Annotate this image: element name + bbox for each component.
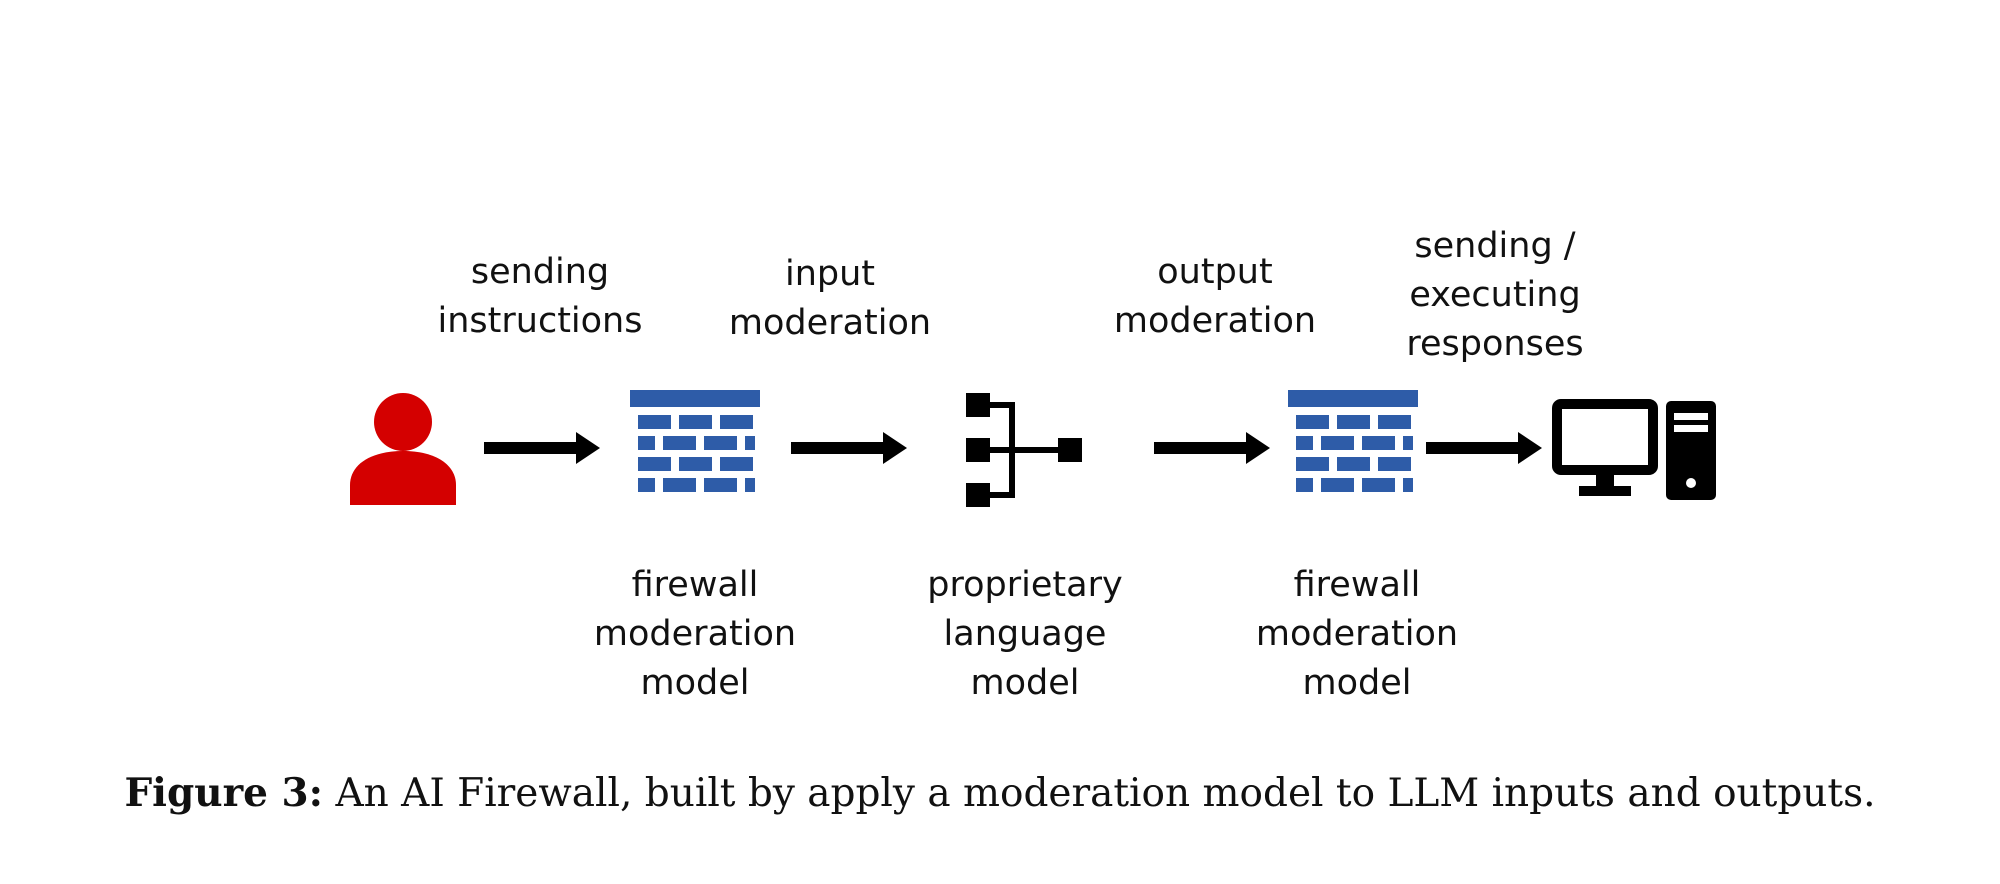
- figure-caption-text: An AI Firewall, built by apply a moderat…: [335, 771, 1876, 816]
- arrow-right-icon: [791, 432, 907, 464]
- label-firewall-moderation-model-2: firewall moderation model: [1255, 565, 1459, 703]
- arrow-right-icon: [1154, 432, 1270, 464]
- label-proprietary-language-model: proprietary language model: [927, 565, 1123, 703]
- label-sending-instructions: sending instructions: [437, 252, 643, 341]
- label-output-moderation: output moderation: [1113, 252, 1317, 341]
- label-sending-executing-responses: sending / executing responses: [1406, 226, 1584, 364]
- firewall-icon: [1288, 390, 1418, 492]
- figure-caption: Figure 3: An AI Firewall, built by apply…: [0, 770, 2000, 816]
- computer-icon: [1552, 399, 1716, 500]
- firewall-icon: [630, 390, 760, 492]
- label-firewall-moderation-model-1: firewall moderation model: [593, 565, 797, 703]
- network-icon: [966, 393, 1082, 507]
- arrow-right-icon: [484, 432, 600, 464]
- label-input-moderation: input moderation: [728, 254, 932, 343]
- figure-label: Figure 3:: [124, 770, 324, 816]
- arrow-right-icon: [1426, 432, 1542, 464]
- user-icon: [350, 393, 456, 505]
